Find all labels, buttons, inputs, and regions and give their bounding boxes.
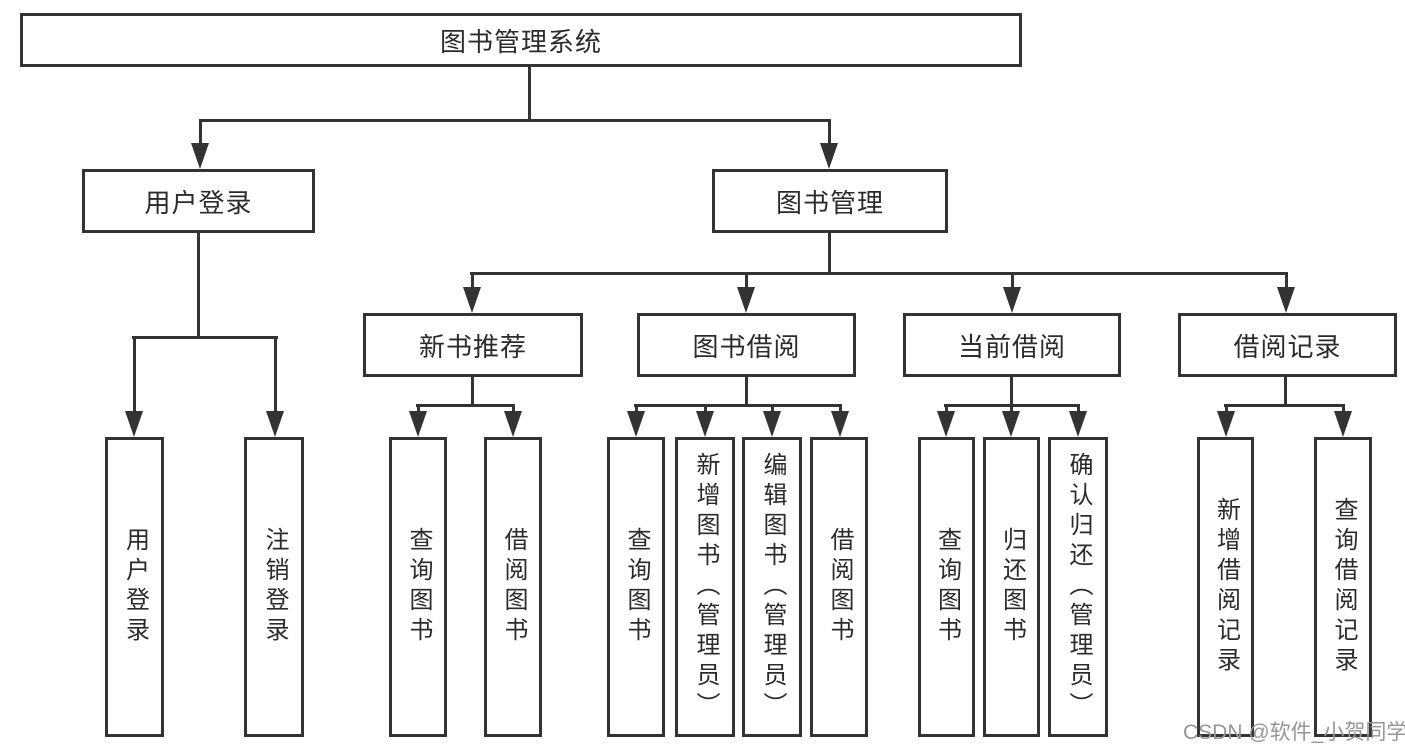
node-new-book-recommend: 新书推荐 (363, 313, 583, 377)
connector-mgmt-stem (828, 233, 831, 275)
arrowhead-down (937, 411, 955, 437)
arrowhead-down (1069, 411, 1087, 437)
arrowhead-down (831, 411, 849, 437)
connector-drop (1342, 404, 1345, 413)
leaf-logout-login: 注销登录 (244, 437, 304, 737)
connector-stem (1010, 377, 1013, 406)
connector-drop (133, 336, 136, 413)
connector-drop (274, 336, 277, 413)
node-book-management: 图书管理 (712, 169, 948, 233)
connector-drop (704, 404, 707, 413)
connector-drop (1010, 404, 1013, 413)
connector-drop (771, 404, 774, 413)
node-library-system: 图书管理系统 (20, 13, 1022, 67)
connector-drop (471, 272, 474, 289)
arrowhead-down (1334, 411, 1352, 437)
leaf-confirm-return-admin: 确认归还（管理员） (1048, 437, 1108, 737)
node-borrow-records: 借阅记录 (1178, 313, 1397, 377)
arrowhead-down (266, 411, 284, 437)
connector-drop (828, 119, 831, 145)
arrowhead-down (763, 411, 781, 437)
node-user-login: 用户登录 (82, 169, 315, 233)
connector-drop (1285, 272, 1288, 289)
leaf-query-books-recommend: 查询图书 (389, 437, 447, 737)
connector-drop (1011, 272, 1014, 289)
connector-drop (512, 404, 515, 413)
leaf-query-borrow-record: 查询借阅记录 (1314, 437, 1372, 737)
connector-login-rail (132, 336, 278, 339)
arrowhead-down (737, 287, 755, 313)
connector-login-stem (197, 233, 200, 339)
connector-drop (1077, 404, 1080, 413)
connector-stem (745, 377, 748, 406)
node-current-borrow: 当前借阅 (903, 313, 1121, 377)
connector-drop (945, 404, 948, 413)
arrowhead-down (125, 411, 143, 437)
leaf-query-books-borrow: 查询图书 (607, 437, 665, 737)
connector-rail (416, 404, 515, 407)
arrowhead-down (820, 143, 838, 169)
connector-root-rail (199, 119, 831, 122)
arrowhead-down (463, 287, 481, 313)
connector-mgmt-rail (470, 272, 1288, 275)
leaf-add-books-admin: 新增图书（管理员） (675, 437, 735, 737)
connector-root-stem (528, 67, 531, 122)
connector-rail (634, 404, 842, 407)
connector-drop (417, 404, 420, 413)
arrowhead-down (504, 411, 522, 437)
arrowhead-down (1003, 287, 1021, 313)
connector-rail (1224, 404, 1345, 407)
arrowhead-down (191, 143, 209, 169)
connector-drop (635, 404, 638, 413)
leaf-user-login: 用户登录 (105, 437, 164, 737)
arrowhead-down (627, 411, 645, 437)
leaf-add-borrow-record: 新增借阅记录 (1197, 437, 1254, 737)
csdn-watermark: CSDN @软件_小贺同学 (1183, 721, 1405, 744)
leaf-query-books-current: 查询图书 (918, 437, 975, 737)
arrowhead-down (409, 411, 427, 437)
connector-drop (839, 404, 842, 413)
node-book-borrow: 图书借阅 (637, 313, 856, 377)
leaf-return-books: 归还图书 (983, 437, 1040, 737)
connector-drop (745, 272, 748, 289)
leaf-borrow-books: 借阅图书 (810, 437, 868, 737)
arrowhead-down (696, 411, 714, 437)
arrowhead-down (1217, 411, 1235, 437)
leaf-edit-books-admin: 编辑图书（管理员） (742, 437, 802, 737)
connector-stem (471, 377, 474, 406)
arrowhead-down (1277, 287, 1295, 313)
connector-drop (1225, 404, 1228, 413)
connector-drop (199, 119, 202, 145)
arrowhead-down (1002, 411, 1020, 437)
connector-stem (1284, 377, 1287, 406)
leaf-borrow-books-recommend: 借阅图书 (484, 437, 542, 737)
